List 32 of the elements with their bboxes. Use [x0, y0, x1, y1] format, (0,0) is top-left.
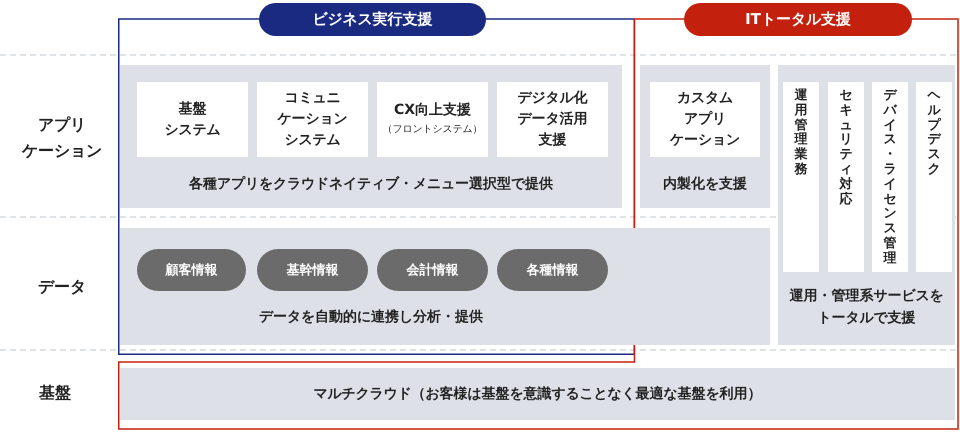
panel-caption: 運用・管理系サービスをトータルで支援 [788, 287, 944, 328]
row-label: アプリケーション [20, 114, 103, 162]
row-label: データ [37, 276, 87, 298]
panel-caption: 内製化を支援 [662, 175, 748, 194]
vertical-label: セキュリティ対応 [839, 89, 853, 208]
app-box: デジタル化データ活用支援 [497, 82, 608, 157]
panel-caption: 各種アプリをクラウドネイティブ・メニュー選択型で提供 [188, 175, 554, 194]
layer-panel [778, 65, 955, 345]
box-subtitle: （フロントシステム） [382, 122, 482, 136]
section-title-pill: ITトータル支援 [684, 3, 912, 36]
base-panel: マルチクラウド（お客様は基盤を意識することなく最適な基盤を利用） [120, 368, 955, 420]
data-pill: 基幹情報 [257, 249, 368, 291]
layer-panel [120, 65, 622, 208]
data-pill: 会計情報 [377, 249, 488, 291]
app-box: コミュニケーションシステム [257, 82, 368, 157]
data-pill: 顧客情報 [137, 249, 246, 291]
layer-panel [640, 65, 770, 208]
service-box [916, 82, 952, 272]
app-box [377, 82, 488, 157]
section-title-pill: ビジネス実行支援 [259, 3, 486, 36]
service-box [872, 82, 908, 272]
vertical-label: デバイス・ライセンス管理 [883, 89, 897, 267]
data-pill: 各種情報 [497, 249, 608, 291]
service-box [828, 82, 864, 272]
vertical-label: 運用管理業務 [794, 89, 808, 178]
panel-caption: データを自動的に連携し分析・提供 [258, 308, 484, 327]
vertical-label: ヘルプデスク [927, 89, 941, 178]
app-box: 基盤システム [137, 82, 248, 157]
row-label: 基盤 [38, 382, 72, 404]
app-box: カスタムアプリケーション [650, 82, 760, 157]
box-title: CX向上支援 [394, 100, 472, 120]
service-box [783, 82, 819, 272]
